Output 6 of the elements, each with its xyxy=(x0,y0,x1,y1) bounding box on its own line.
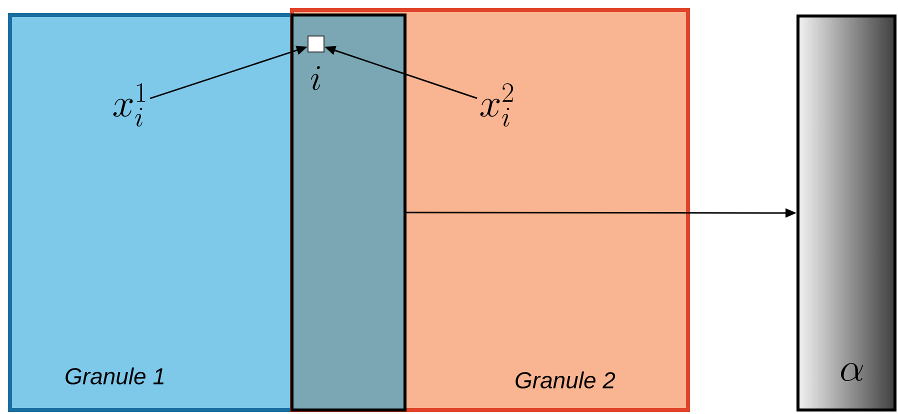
formula-label: $x_i^1$ xyxy=(113,83,146,126)
alpha-bar: $\alpha$ xyxy=(796,14,896,412)
overlap-region xyxy=(290,14,406,412)
formula-label: $x_i^2$ xyxy=(480,83,514,126)
node-label: $i$ xyxy=(310,66,320,90)
cell-square: $i$ xyxy=(308,36,324,90)
